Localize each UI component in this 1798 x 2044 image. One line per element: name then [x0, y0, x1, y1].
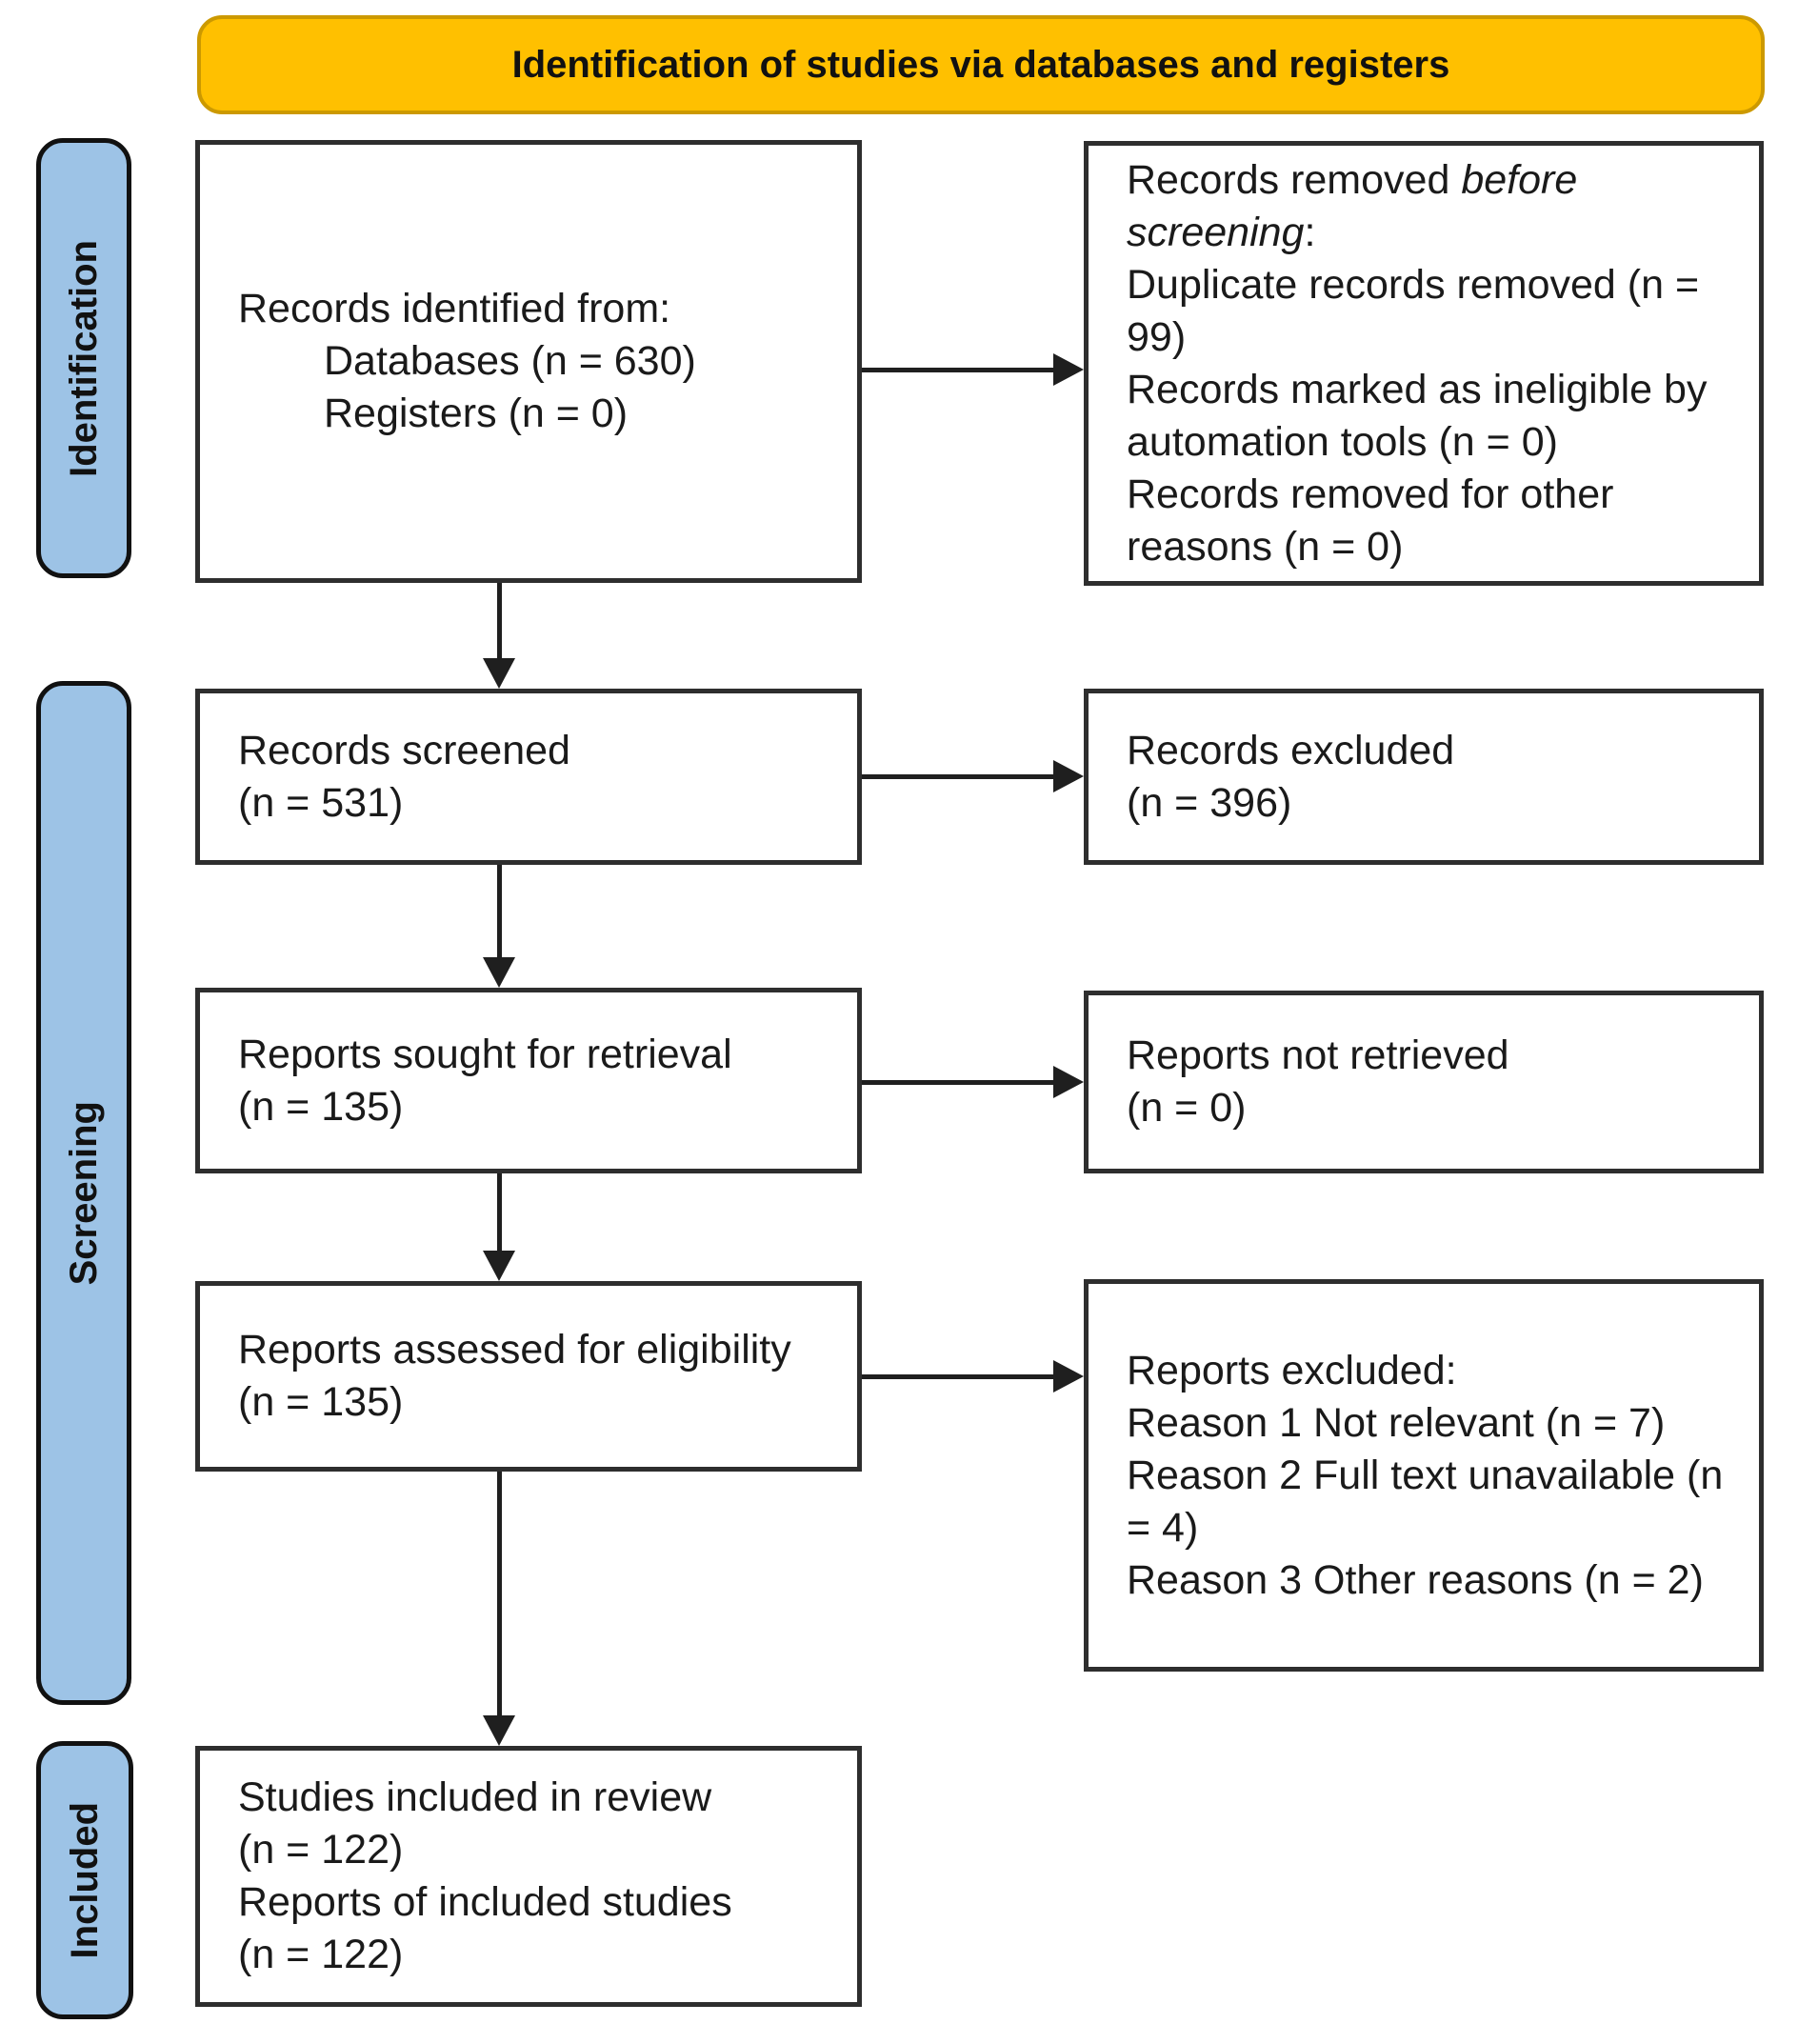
box-line: Databases (n = 630) — [324, 338, 696, 384]
arrow-shaft — [497, 1472, 502, 1721]
box-line: (n = 122) — [238, 1827, 404, 1873]
arrow-head-icon — [483, 658, 515, 689]
arrow-head-icon — [1053, 760, 1084, 792]
box-line: Reason 3 Other reasons (n = 2) — [1127, 1556, 1704, 1603]
box-line: (n = 0) — [1127, 1085, 1247, 1131]
arrow-shaft — [497, 1173, 502, 1256]
box-line: Studies included in review — [238, 1774, 712, 1820]
stage-label-screening: Screening — [62, 1100, 105, 1286]
box-line: (n = 122) — [238, 1932, 404, 1977]
arrow-assessed-to-included — [482, 1472, 516, 1746]
box-line: Duplicate records removed (n = 99) — [1127, 261, 1700, 360]
arrow-screened-to-sought — [482, 865, 516, 988]
box-line: Records identified from: — [238, 286, 671, 331]
box-line: Reports of included studies — [238, 1879, 732, 1925]
reports-assessed-box: Reports assessed for eligibility (n = 13… — [195, 1281, 862, 1472]
box-line: (n = 135) — [238, 1083, 404, 1130]
box-line: (n = 531) — [238, 779, 404, 826]
studies-included-box: Studies included in review (n = 122) Rep… — [195, 1746, 862, 2007]
records-screened-box: Records screened (n = 531) — [195, 689, 862, 865]
records-removed-title: Records removed before screening: — [1127, 154, 1727, 259]
reports-excluded-box: Reports excluded: Reason 1 Not relevant … — [1084, 1279, 1764, 1672]
stage-bar-identification: Identification — [36, 138, 131, 578]
box-line: Reason 1 Not relevant (n = 7) — [1127, 1399, 1666, 1446]
records-excluded-box: Records excluded (n = 396) — [1084, 689, 1764, 865]
arrow-shaft — [862, 368, 1059, 372]
arrow-identified-to-screened — [482, 583, 516, 689]
title-suffix: : — [1304, 209, 1316, 255]
records-identified-box: Records identified from: Databases (n = … — [195, 140, 862, 583]
box-line: (n = 396) — [1127, 779, 1292, 826]
arrow-head-icon — [483, 1251, 515, 1281]
reports-not-retrieved-box: Reports not retrieved (n = 0) — [1084, 991, 1764, 1173]
records-removed-box: Records removed before screening: Duplic… — [1084, 141, 1764, 586]
box-line: Reports assessed for eligibility — [238, 1327, 791, 1373]
arrow-assessed-to-reports-excluded — [862, 1359, 1084, 1393]
arrow-sought-to-assessed — [482, 1173, 516, 1281]
box-line: Reports not retrieved — [1127, 1032, 1509, 1078]
box-line: (n = 135) — [238, 1379, 404, 1425]
box-line: Records excluded — [1127, 727, 1455, 773]
stage-bar-screening: Screening — [36, 681, 131, 1705]
stage-bar-included: Included — [36, 1741, 133, 2019]
box-line: Records marked as ineligible by automati… — [1127, 366, 1708, 465]
arrow-shaft — [497, 583, 502, 664]
arrow-head-icon — [1053, 1360, 1084, 1393]
box-line: Reason 2 Full text unavailable (n = 4) — [1127, 1452, 1724, 1551]
box-line: Registers (n = 0) — [324, 391, 629, 436]
arrow-identified-to-removed — [862, 352, 1084, 387]
arrow-head-icon — [1053, 353, 1084, 386]
box-line: Records removed for other reasons (n = 0… — [1127, 471, 1614, 570]
arrow-screened-to-excluded — [862, 759, 1084, 793]
arrow-shaft — [862, 1374, 1059, 1379]
box-line: Records screened — [238, 727, 570, 773]
reports-sought-box: Reports sought for retrieval (n = 135) — [195, 988, 862, 1173]
banner-title: Identification of studies via databases … — [197, 15, 1765, 114]
banner-title-label: Identification of studies via databases … — [511, 43, 1450, 86]
box-line: Reports excluded: — [1127, 1347, 1457, 1393]
box-line: Reports sought for retrieval — [238, 1031, 732, 1077]
arrow-sought-to-not-retrieved — [862, 1065, 1084, 1099]
stage-label-included: Included — [63, 1801, 106, 1959]
arrow-head-icon — [1053, 1066, 1084, 1098]
arrow-shaft — [862, 774, 1059, 779]
arrow-shaft — [497, 865, 502, 963]
stage-label-identification: Identification — [62, 239, 105, 477]
arrow-shaft — [862, 1080, 1059, 1085]
arrow-head-icon — [483, 957, 515, 988]
title-italic: before screening — [1127, 156, 1578, 255]
arrow-head-icon — [483, 1715, 515, 1746]
title-prefix: Records removed — [1127, 156, 1462, 203]
